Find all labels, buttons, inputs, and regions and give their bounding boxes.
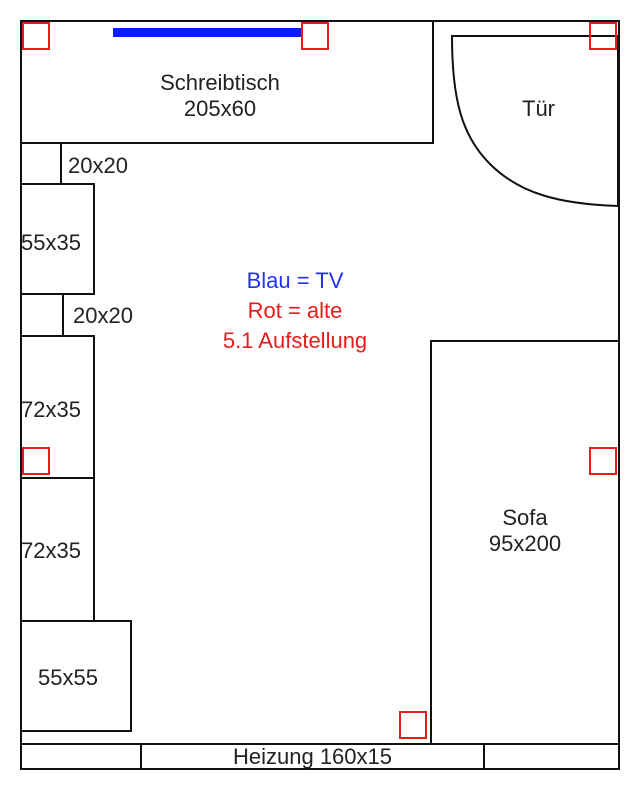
shelf-top-label: 20x20 — [68, 153, 128, 178]
shelf-mid — [20, 293, 64, 337]
speaker-marker — [22, 22, 50, 50]
sofa-size: 95x200 — [488, 531, 562, 556]
sofa-label: Sofa 95x200 — [430, 505, 620, 557]
sofa-name: Sofa — [502, 505, 548, 530]
box-bottom-label: 55x55 — [38, 665, 98, 690]
legend-red-setup: 5.1 Aufstellung — [222, 328, 368, 353]
heater — [140, 743, 485, 770]
desk — [20, 20, 434, 144]
door-label: Tür — [522, 96, 555, 121]
speaker-marker — [22, 447, 50, 475]
speaker-marker — [589, 447, 617, 475]
box-bottom — [20, 620, 132, 732]
tv-bar — [113, 28, 303, 37]
shelf-mid-label: 20x20 — [73, 303, 133, 328]
speaker-marker — [399, 711, 427, 739]
cabinet-3-label: 72x35 — [21, 538, 81, 563]
desk-label: Schreibtisch 205x60 — [20, 70, 420, 122]
desk-name: Schreibtisch — [160, 70, 280, 95]
heater-label: Heizung 160x15 — [232, 744, 392, 769]
speaker-marker — [301, 22, 329, 50]
cabinet-1-label: 55x35 — [21, 230, 81, 255]
legend-tv: Blau = TV — [246, 268, 344, 293]
cabinet-2-label: 72x35 — [21, 397, 81, 422]
speaker-marker — [589, 22, 617, 50]
desk-size: 205x60 — [183, 96, 257, 121]
legend-red: Rot = alte — [247, 298, 343, 323]
legend: Blau = TV Rot = alte 5.1 Aufstellung — [170, 266, 420, 356]
shelf-top — [20, 142, 62, 185]
